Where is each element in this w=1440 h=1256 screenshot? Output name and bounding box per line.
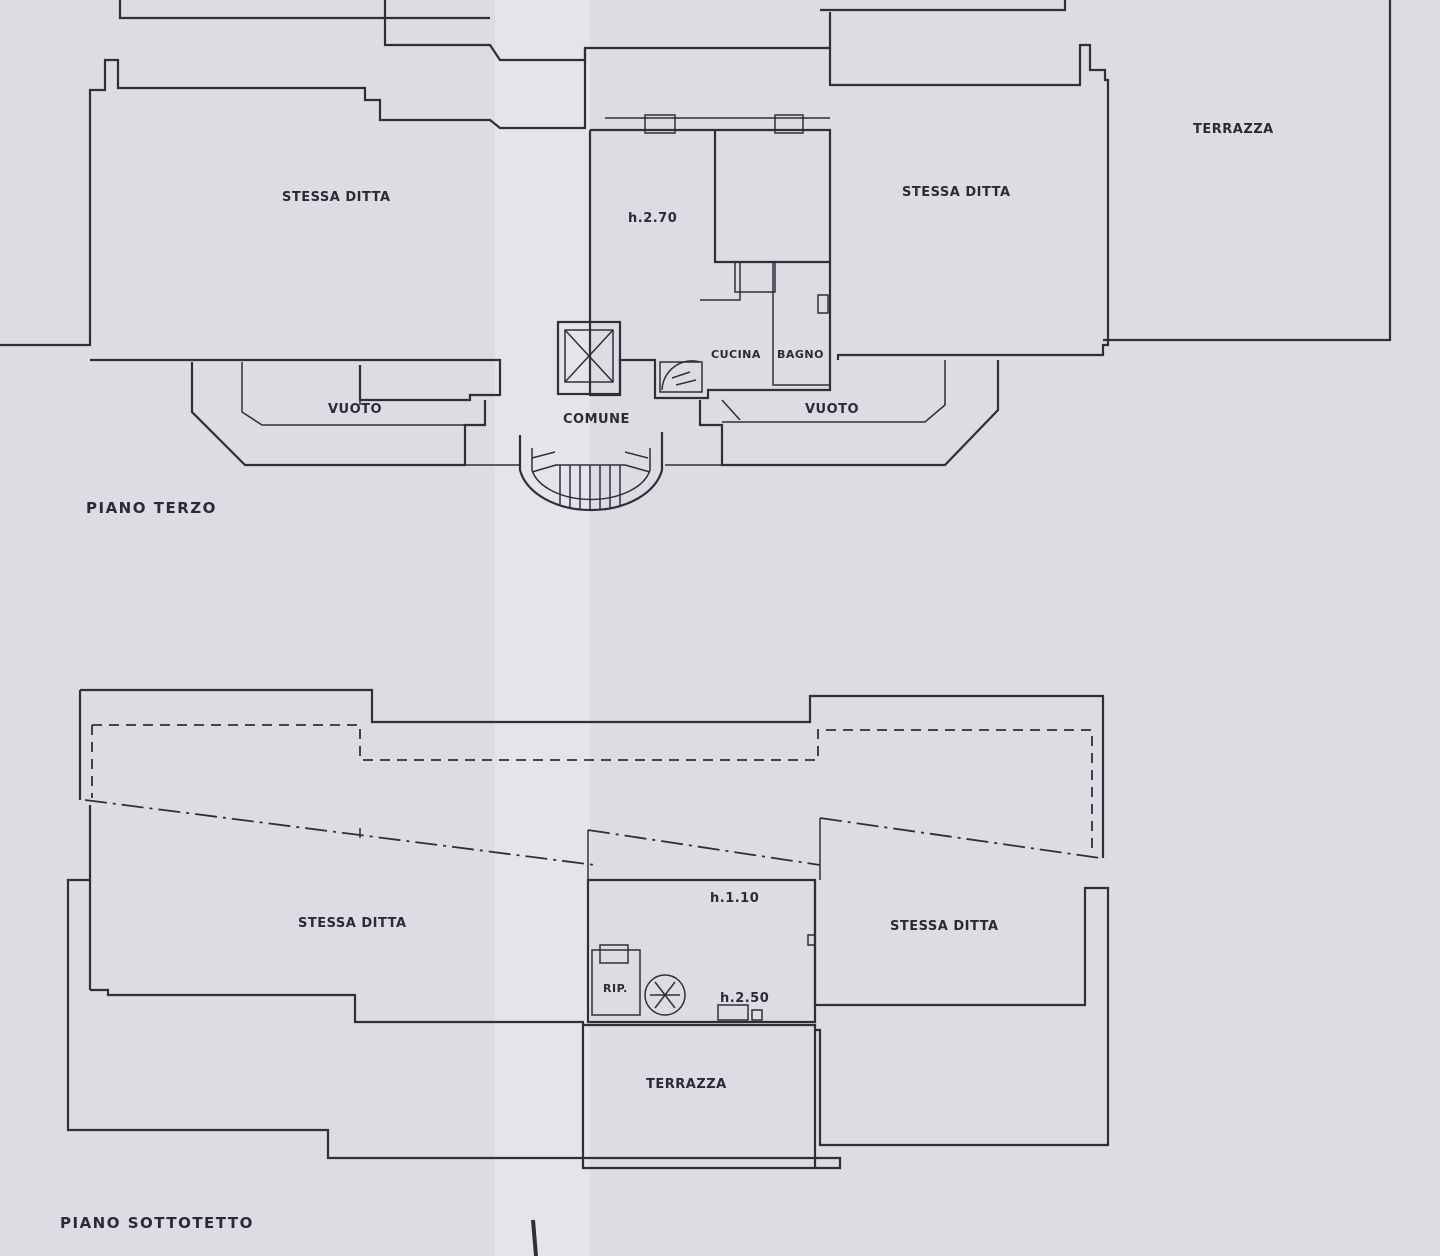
pen-mark [531,1219,538,1256]
label-common: COMUNE [563,412,630,427]
wall-right-unit-attic [813,880,1110,1147]
wall-attic-room [586,878,817,1024]
spiral-stair-icon [659,360,703,393]
label-storage: RIP. [603,982,628,995]
label-void-right: VUOTO [805,402,859,417]
label-left-unit: STESSA DITTA [282,190,391,205]
label-right-unit-attic: STESSA DITTA [890,919,999,934]
label-left-unit-attic: STESSA DITTA [298,916,407,931]
plan-piano-terzo: STESSA DITTA STESSA DITTA TERRAZZA h.2.7… [0,0,1392,517]
common-staircase-icon [518,432,664,512]
roof-ridge-right [819,817,1101,859]
plan-title-sottotetto: PIANO SOTTOTETTO [60,1214,254,1232]
elevator-icon [556,320,622,396]
attic-spiral-stair-icon [591,949,686,1016]
wall-left-unit [0,48,587,347]
wall-terrace-attic [583,1023,817,1168]
label-right-unit: STESSA DITTA [902,185,1011,200]
label-height-max: h.2.50 [720,991,769,1006]
label-terrace: TERRAZZA [1193,122,1274,137]
wall-right-unit [828,43,1110,360]
wall-left-unit-attic [66,805,842,1170]
label-height-min: h.1.10 [710,891,759,906]
roof-ridge-left [84,799,596,866]
roof-ridge-center [587,829,821,866]
label-void-left: VUOTO [328,402,382,417]
label-terrace-attic: TERRAZZA [646,1077,727,1092]
label-kitchen: CUCINA [711,348,761,361]
label-height: h.2.70 [628,211,677,226]
plan-title-terzo: PIANO TERZO [86,499,217,517]
plan-piano-sottotetto: STESSA DITTA STESSA DITTA TERRAZZA RIP. … [60,688,1110,1232]
label-bathroom: BAGNO [777,348,824,361]
